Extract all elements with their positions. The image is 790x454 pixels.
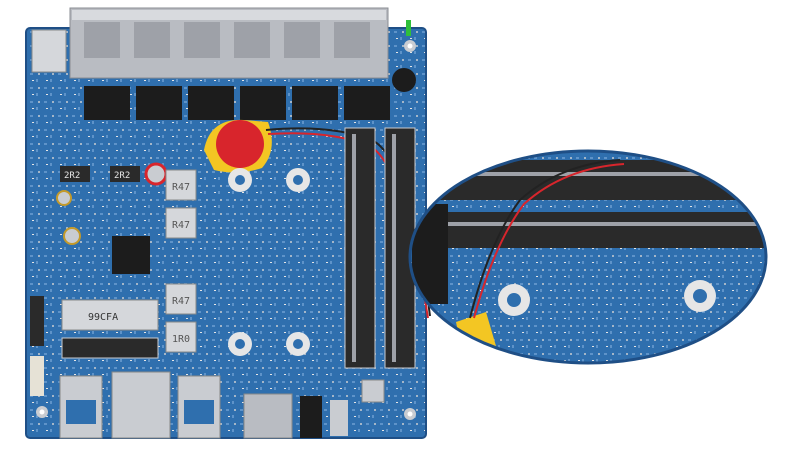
bottom-io (59, 371, 385, 439)
m2-slot (61, 299, 159, 331)
inductor-2r2-b (110, 166, 140, 182)
power-jack (31, 29, 67, 73)
lan-controller-chips (84, 86, 390, 120)
capacitor-small-2 (63, 227, 81, 245)
controller-chip (112, 236, 150, 274)
inductor-2r2-a-label: 2R2 (64, 171, 80, 181)
sata-connector (30, 296, 44, 346)
svg-text:R47: R47 (172, 296, 190, 307)
led (406, 20, 411, 36)
inductor-2r2-a (60, 166, 90, 182)
buzzer (392, 68, 416, 92)
zoom-callout (408, 149, 768, 365)
capacitor-small (56, 190, 72, 206)
inductors: R47 R47 R47 1R0 (165, 169, 197, 353)
svg-text:R47: R47 (172, 220, 190, 231)
inductor-2r2-b-label: 2R2 (114, 171, 130, 181)
so-dimm-slots (344, 127, 416, 369)
capacitor (144, 162, 168, 186)
cmos-battery (204, 119, 272, 173)
ethernet-ports (69, 7, 389, 79)
power-header (30, 356, 44, 396)
svg-text:1R0: 1R0 (172, 334, 190, 345)
cpu-mounting-holes (228, 168, 310, 356)
mini-pcie-slot (61, 337, 159, 359)
svg-text:R47: R47 (172, 182, 190, 193)
m2-label: 99CFA (88, 312, 118, 323)
